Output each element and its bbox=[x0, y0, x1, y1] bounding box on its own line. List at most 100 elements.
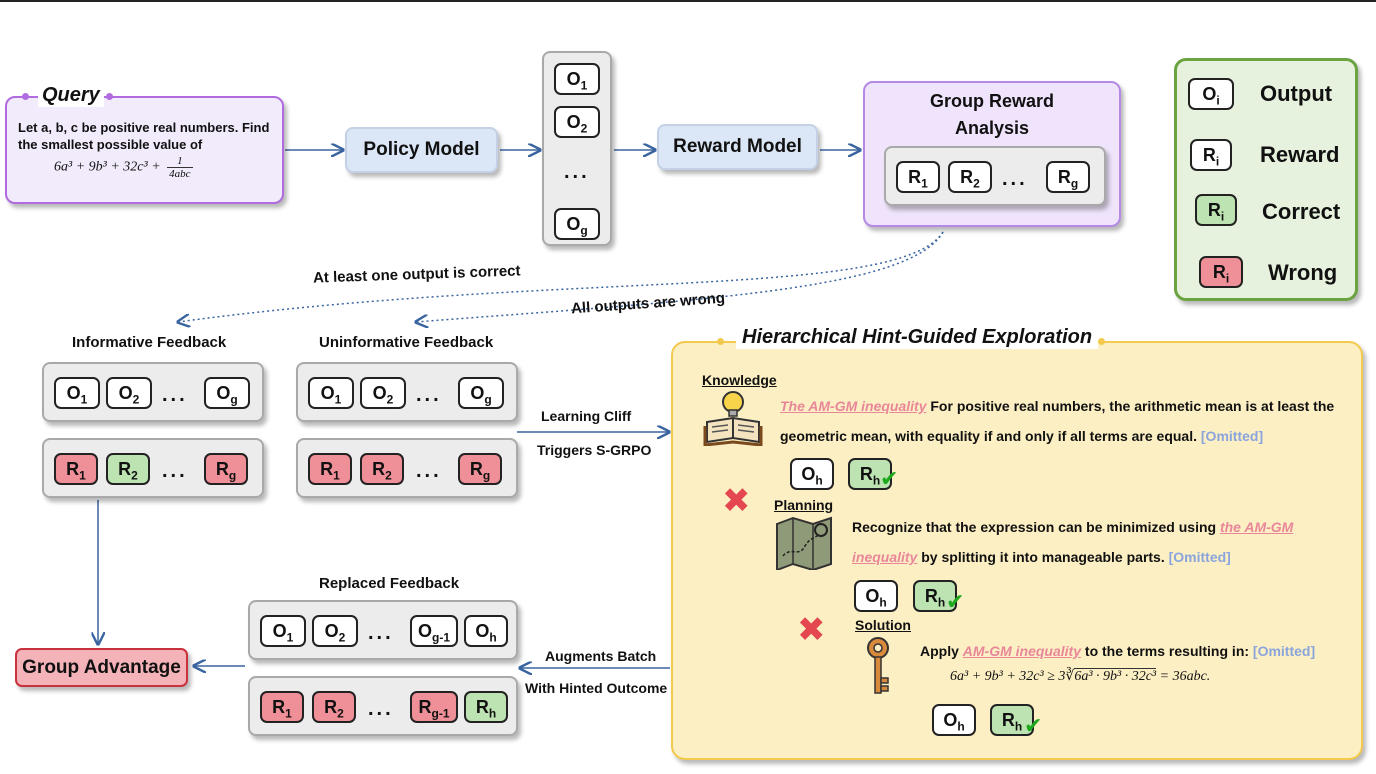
augments-batch-label: Augments Batch bbox=[545, 648, 657, 664]
planning-label: Planning bbox=[774, 497, 834, 513]
hhge-title-dot-left bbox=[717, 338, 724, 345]
group-reward-row: R1 R2 ... Rg bbox=[884, 146, 1106, 206]
knowledge-hint: The AM-GM inequality bbox=[780, 398, 927, 414]
ellipsis: ... bbox=[416, 460, 442, 482]
ellipsis: ... bbox=[368, 698, 394, 720]
uninformative-feedback-title: Uninformative Feedback bbox=[319, 334, 494, 351]
learning-cliff-label: Learning Cliff bbox=[541, 408, 632, 424]
ellipsis: ... bbox=[162, 384, 188, 406]
reward-tile-wrong: R2 bbox=[312, 691, 356, 723]
hinted-reward-tile: Rh bbox=[848, 458, 892, 490]
knowledge-body: For positive real numbers, the arithmeti… bbox=[780, 398, 1335, 444]
output-tile-hinted: Oh bbox=[464, 615, 508, 647]
hinted-outcome-label: With Hinted Outcome bbox=[525, 680, 668, 696]
outputs-column: O1 O2 ... Og bbox=[542, 51, 612, 246]
legend-correct-label: Correct bbox=[1262, 199, 1341, 224]
reward-tile-wrong: R1 bbox=[260, 691, 304, 723]
hinted-output-tile: Oh bbox=[854, 580, 898, 612]
hhge-title: Hierarchical Hint-Guided Exploration bbox=[736, 326, 1099, 349]
replaced-outputs-row: O1 O2 ... Og-1 Oh bbox=[248, 600, 518, 660]
ellipsis: ... bbox=[1002, 168, 1028, 190]
solution-omitted: [Omitted] bbox=[1252, 643, 1316, 659]
reward-tile-wrong: R2 bbox=[360, 453, 404, 485]
output-tile: O1 bbox=[260, 615, 306, 647]
reward-tile-wrong: Rg bbox=[458, 453, 502, 485]
query-math: 6a³ + 9b³ + 32c³ + 1 4abc bbox=[54, 155, 193, 180]
knowledge-text: The AM-GM inequality For positive real n… bbox=[780, 391, 1350, 451]
reward-tile-correct: R2 bbox=[106, 453, 150, 485]
legend-correct-tile: Ri bbox=[1195, 194, 1237, 226]
query-frac-num: 1 bbox=[167, 155, 193, 168]
check-icon: ✔ bbox=[880, 466, 899, 491]
uninformative-outputs-row: O1 O2 ... Og bbox=[296, 362, 518, 422]
legend-box: Oi Output Ri Reward Ri Correct Ri Wrong bbox=[1174, 58, 1358, 301]
solution-math-right: = 36abc. bbox=[1156, 669, 1211, 684]
hinted-output-tile: Oh bbox=[932, 704, 976, 736]
reward-tile: R1 bbox=[896, 161, 940, 193]
solution-math-radicand: 6a³ · 9b³ · 32c³ bbox=[1074, 668, 1157, 684]
policy-model-box: Policy Model bbox=[345, 127, 498, 173]
planning-post: by splitting it into manageable parts. bbox=[917, 549, 1169, 565]
legend-reward-tile: Ri bbox=[1190, 139, 1232, 171]
gra-title-line2: Analysis bbox=[954, 118, 1030, 138]
reward-model-box: Reward Model bbox=[657, 124, 818, 170]
output-tile: Og bbox=[554, 208, 600, 240]
informative-feedback-title: Informative Feedback bbox=[72, 334, 227, 351]
ellipsis: ... bbox=[162, 460, 188, 482]
output-tile: Og bbox=[204, 377, 250, 409]
query-math-fraction: 1 4abc bbox=[167, 155, 193, 180]
check-icon: ✔ bbox=[946, 589, 965, 614]
reward-tile-correct: Rh bbox=[464, 691, 508, 723]
knowledge-omitted: [Omitted] bbox=[1200, 428, 1264, 444]
ellipsis: ... bbox=[564, 161, 590, 183]
check-icon: ✔ bbox=[1024, 713, 1043, 738]
top-rule bbox=[0, 0, 1376, 2]
cross-icon: ✖ bbox=[722, 482, 751, 520]
hhge-title-dot-right bbox=[1098, 338, 1105, 345]
planning-text: Recognize that the expression can be min… bbox=[852, 512, 1352, 572]
query-title: Query bbox=[38, 84, 104, 107]
solution-math-left: 6a³ + 9b³ + 32c³ ≥ 3 bbox=[950, 669, 1066, 684]
hinted-reward-tile: Rh bbox=[913, 580, 957, 612]
output-tile: Og bbox=[458, 377, 504, 409]
reward-tile-wrong: R1 bbox=[308, 453, 352, 485]
output-tile: O2 bbox=[106, 377, 152, 409]
output-tile: O1 bbox=[54, 377, 100, 409]
query-box bbox=[5, 96, 284, 204]
query-title-dot-right bbox=[106, 93, 113, 100]
query-frac-den: 4abc bbox=[169, 168, 191, 180]
output-tile: O2 bbox=[554, 106, 600, 138]
legend-wrong-label: Wrong bbox=[1268, 260, 1338, 285]
output-tile: O1 bbox=[554, 63, 600, 95]
uninformative-rewards-row: R1 R2 ... Rg bbox=[296, 438, 518, 498]
informative-rewards-row: R1 R2 ... Rg bbox=[42, 438, 264, 498]
dotted-arrow-correct bbox=[178, 231, 944, 322]
legend-output-tile: Oi bbox=[1188, 78, 1234, 110]
key-icon bbox=[867, 637, 889, 694]
map-icon bbox=[776, 516, 832, 570]
query-title-dot-left bbox=[22, 93, 29, 100]
output-tile: O2 bbox=[312, 615, 358, 647]
ellipsis: ... bbox=[416, 384, 442, 406]
output-tile: Og-1 bbox=[410, 615, 458, 647]
legend-wrong-tile: Ri bbox=[1199, 256, 1243, 288]
hinted-reward-tile: Rh bbox=[990, 704, 1034, 736]
solution-pre: Apply bbox=[920, 643, 963, 659]
triggers-sgrpo-label: Triggers S-GRPO bbox=[537, 442, 652, 458]
output-tile: O2 bbox=[360, 377, 406, 409]
reward-tile-wrong: Rg-1 bbox=[410, 691, 458, 723]
reward-tile: R2 bbox=[948, 161, 992, 193]
reward-tile-wrong: R1 bbox=[54, 453, 98, 485]
solution-post: to the terms resulting in: bbox=[1081, 643, 1253, 659]
query-text: Let a, b, c be positive real numbers. Fi… bbox=[18, 120, 270, 152]
knowledge-label: Knowledge bbox=[702, 372, 777, 388]
gra-title-line1: Group Reward bbox=[929, 91, 1054, 111]
reward-tile-wrong: Rg bbox=[204, 453, 248, 485]
solution-math: 6a³ + 9b³ + 32c³ ≥ 3∛6a³ · 9b³ · 32c³ = … bbox=[950, 668, 1210, 685]
output-tile: O1 bbox=[308, 377, 354, 409]
cross-icon: ✖ bbox=[797, 611, 826, 649]
informative-outputs-row: O1 O2 ... Og bbox=[42, 362, 264, 422]
solution-hint: AM-GM inequality bbox=[962, 643, 1082, 659]
legend-output-label: Output bbox=[1260, 81, 1333, 106]
group-advantage-box: Group Advantage bbox=[15, 648, 188, 687]
